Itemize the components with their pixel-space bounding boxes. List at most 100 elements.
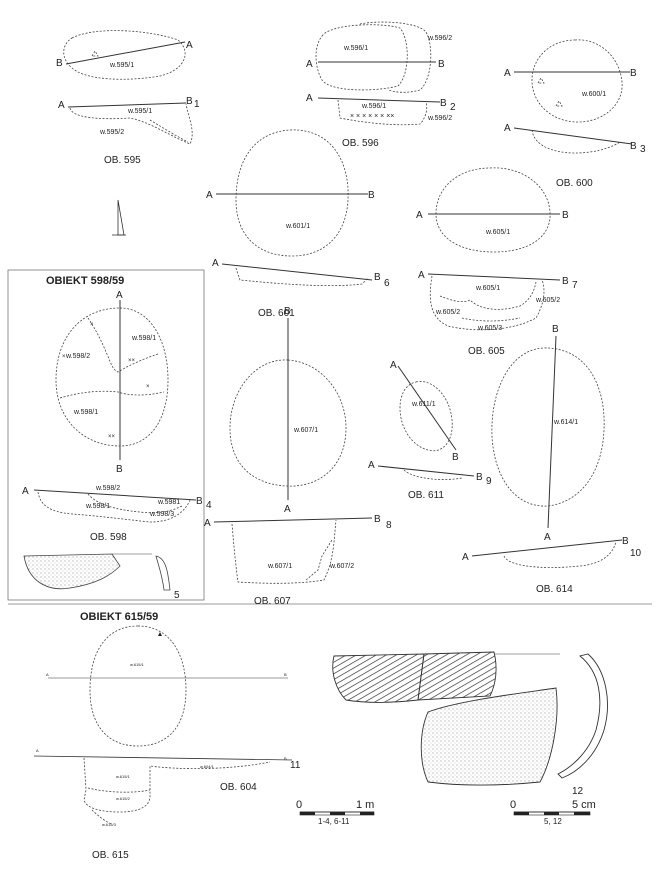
triangle-mark bbox=[91, 50, 99, 57]
ob-600-sec-b: B bbox=[630, 141, 637, 152]
ob-614: B A w.614/1 A B 10 OB. 614 bbox=[462, 324, 642, 595]
ob-604-title: OB. 604 bbox=[220, 782, 257, 793]
ob-605: A B w.605/1 A B 7 w.605/1 w.605/2 w.605/… bbox=[416, 167, 578, 357]
ob-611-sec-num: 9 bbox=[486, 476, 492, 487]
ob-595-axis bbox=[65, 41, 186, 65]
ob-598-title: OB. 598 bbox=[90, 532, 127, 543]
ob-598-plan bbox=[55, 307, 169, 447]
ob-607-section-inner bbox=[305, 539, 333, 581]
ob-601-section-line bbox=[221, 263, 373, 281]
ob-611-plan-a: A bbox=[390, 360, 397, 371]
ob-605-section-inner-2 bbox=[461, 317, 521, 322]
ob-611-sec-a: A bbox=[368, 460, 375, 471]
ob-598-sec-fill-3: w.598/3 bbox=[149, 511, 174, 518]
ob-598-plan-b: B bbox=[116, 464, 123, 475]
ob-595: B A w.595/1 A B 1 w.595/1 w.595/2 OB. 59… bbox=[56, 30, 200, 166]
ob-596: A B w.596/1 w.596/2 A B 2 w.596/1 w.596/… bbox=[306, 21, 456, 149]
ob-600-sec-num: 3 bbox=[640, 144, 646, 155]
ob-596-plan-fill-2: w.596/2 bbox=[427, 35, 452, 42]
ob-607-section bbox=[231, 519, 337, 584]
ob-605-sec-b: B bbox=[562, 276, 569, 287]
ob-598-plan-inner-2 bbox=[59, 390, 165, 399]
ob-605-sec-num: 7 bbox=[572, 280, 578, 291]
scale-bar-cm: 0 5 cm 5, 12 bbox=[510, 799, 596, 826]
ob-595-section bbox=[69, 103, 193, 145]
ob-615-sec-b: B bbox=[284, 756, 287, 761]
cross-mark: × bbox=[62, 354, 66, 360]
ob-600-section-line bbox=[513, 127, 633, 145]
ob-600-sec-a: A bbox=[504, 123, 511, 134]
scale-bar-m: 0 1 m 1-4, 6-11 bbox=[296, 799, 374, 826]
ob-607-sec-b: B bbox=[374, 514, 381, 525]
ob-605-sec-fill-2: w.605/2 bbox=[535, 297, 560, 304]
ob-595-sec-a: A bbox=[58, 100, 65, 111]
ob-614-plan-fill: w.614/1 bbox=[553, 419, 578, 426]
ob-611-axis bbox=[397, 365, 457, 451]
ob-596-sec-b: B bbox=[440, 98, 447, 109]
ob-615-section-inner bbox=[87, 787, 151, 793]
ob-596-section-line bbox=[317, 97, 441, 103]
ob-607-section-line bbox=[213, 517, 373, 523]
cross-marks: × × × × × × ×× bbox=[350, 113, 394, 120]
ob-605-plan-fill: w.605/1 bbox=[485, 229, 510, 236]
ob-600-title: OB. 600 bbox=[556, 178, 593, 189]
ob-615-sec-a: A bbox=[36, 748, 39, 753]
ob-607: B A w.607/1 A B 8 w.607/1 w.607/2 OB. 60… bbox=[204, 306, 392, 607]
ob-600-plan bbox=[531, 39, 623, 123]
triangle-mark bbox=[555, 100, 563, 107]
ob-607-sec-num: 8 bbox=[386, 520, 392, 531]
cross-mark: × bbox=[146, 384, 150, 390]
ob-598-sec-fill-1b: w.5981 bbox=[157, 499, 180, 506]
ob-595-plan-b: A bbox=[186, 40, 193, 51]
ob-605-sec-fill-1: w.605/1 bbox=[475, 285, 500, 292]
cross-mark: ×× bbox=[128, 358, 136, 364]
ob-605-sec-fill-2b: w.605/2 bbox=[435, 309, 460, 316]
ob-598-sec-num: 4 bbox=[206, 500, 212, 511]
ob-601-plan-a: A bbox=[206, 190, 213, 201]
ob-615-sec-fill-3: w.615/3 bbox=[102, 822, 117, 827]
ob-611-section bbox=[403, 469, 463, 480]
ob-614-sec-num: 10 bbox=[630, 548, 642, 559]
obiekt-615-heading: OBIEKT 615/59 bbox=[80, 611, 158, 623]
obiekt-598-heading: OBIEKT 598/59 bbox=[46, 275, 124, 287]
ob-605-title: OB. 605 bbox=[468, 346, 505, 357]
ob-596-plan-b: B bbox=[438, 59, 445, 70]
ob-595-sec-num: 1 bbox=[194, 99, 200, 110]
ob-595-sec-fill-2: w.595/2 bbox=[99, 129, 124, 136]
ob-607-sec-fill-1: w.607/1 bbox=[267, 563, 292, 570]
ob-600-plan-fill: w.600/1 bbox=[581, 91, 606, 98]
ob-615-title: OB. 615 bbox=[92, 850, 129, 861]
scale-m-end: 1 m bbox=[356, 799, 374, 811]
ob-598-sherd-section bbox=[155, 555, 171, 591]
ob-611-plan-b: B bbox=[452, 452, 459, 463]
ob-615-section-inner-2 bbox=[91, 809, 113, 825]
sherd-12-num: 12 bbox=[572, 786, 584, 797]
ob-596-sec-fill-2: w.596/2 bbox=[427, 115, 452, 122]
ob-615-sec-num: 11 bbox=[290, 760, 301, 771]
ob-598-plan-fill-2: w.598/2 bbox=[65, 353, 90, 360]
ob-605-plan-a: A bbox=[416, 210, 423, 221]
ob-598-sec-b: B bbox=[196, 496, 203, 507]
ob-601-plan bbox=[235, 129, 349, 257]
ob-598-section-inner bbox=[87, 493, 183, 514]
ob-615-section-line bbox=[33, 755, 293, 761]
ob-614-section bbox=[503, 541, 617, 568]
ob-598-sherd-profile bbox=[23, 553, 121, 590]
ob-614-axis bbox=[547, 335, 557, 529]
scale-m-applies: 1-4, 6-11 bbox=[318, 817, 350, 826]
ob-600-plan-b: B bbox=[630, 68, 637, 79]
ob-611-plan-fill: w.611/1 bbox=[411, 401, 436, 408]
ob-601-plan-fill: w.601/1 bbox=[285, 223, 310, 230]
sherd-12: 12 bbox=[332, 651, 608, 797]
ob-615-plan bbox=[89, 625, 187, 747]
ob-601-section bbox=[235, 267, 369, 287]
ob-596-title: OB. 596 bbox=[342, 138, 379, 149]
ob-601-sec-a: A bbox=[212, 258, 219, 269]
ob-605-section-line bbox=[427, 273, 561, 281]
ob-598: OBIEKT 598/59 A B w.598/1 w.598/2 w.598/… bbox=[22, 275, 212, 601]
ob-607-sec-fill-2: w.607/2 bbox=[329, 563, 354, 570]
scale-cm-applies: 5, 12 bbox=[544, 817, 562, 826]
ob-601: A B w.601/1 A B 6 OB. 601 bbox=[206, 129, 390, 319]
